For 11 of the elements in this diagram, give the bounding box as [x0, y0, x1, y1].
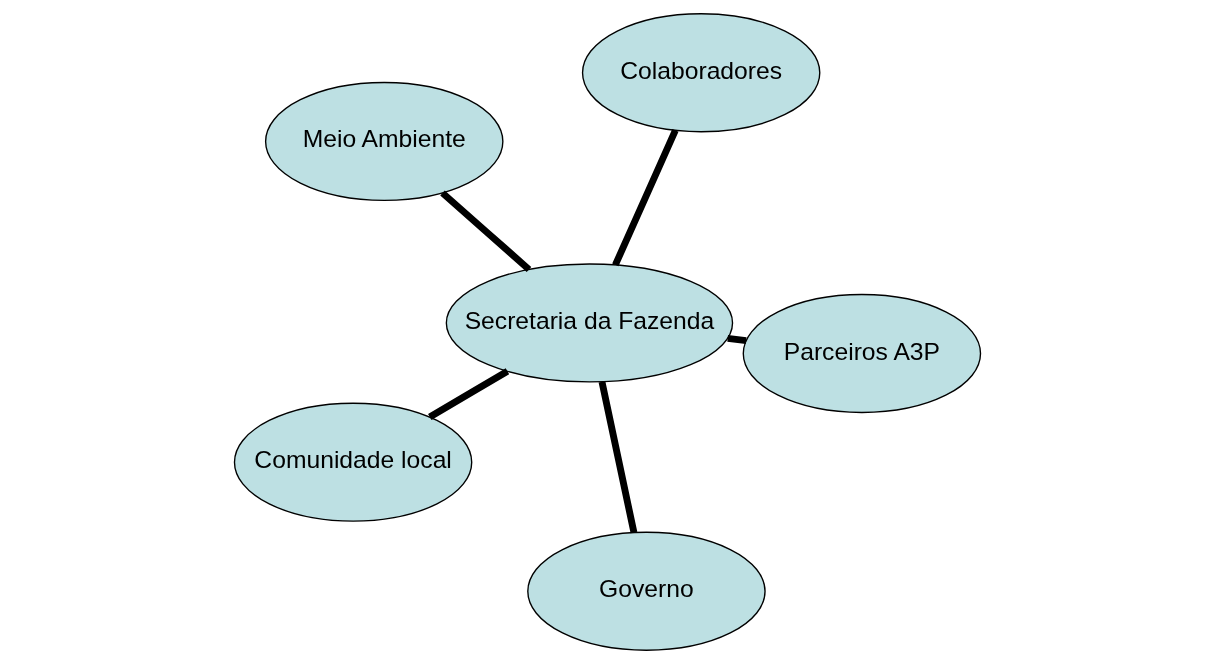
connector — [612, 129, 679, 267]
node-ellipse: Parceiros A3P — [742, 293, 982, 414]
connector — [727, 335, 747, 344]
node-ellipse: Secretaria da Fazenda — [445, 263, 734, 383]
node-ellipse: Comunidade local — [233, 402, 473, 522]
connector — [428, 368, 510, 420]
node-ellipse: Colaboradores — [581, 13, 821, 133]
node-ellipse: Meio Ambiente — [264, 81, 504, 202]
connector — [598, 381, 638, 534]
node-ellipse: Governo — [527, 531, 766, 651]
connector — [440, 190, 532, 273]
